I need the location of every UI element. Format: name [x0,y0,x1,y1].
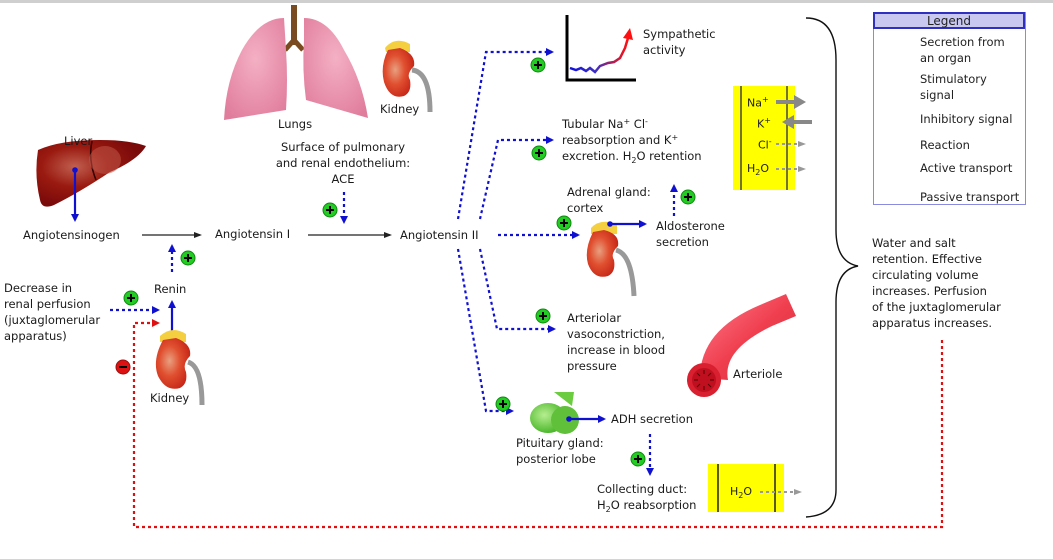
plus-icon [556,215,572,231]
plus-icon [123,290,139,306]
plus-icon [180,250,196,266]
liver-icon [36,140,146,207]
top-border [0,0,1053,3]
ion-k-label: K+ [757,116,771,131]
kidney-adrenal-icon [586,221,637,297]
inhibitory-feedback-arrow [132,319,944,529]
plus-icon [495,396,511,412]
renin-label: Renin [154,282,187,296]
legend-label-reaction: Reaction [920,138,970,152]
arteriole-icon [687,294,796,397]
adrenal-gland-label: Adrenal gland:cortex [567,185,651,215]
duct-h2o-label: H2O [730,485,753,501]
ion-cl-label: Cl- [758,137,772,152]
plus-badges [123,57,696,467]
arteriole-label: Arteriole [733,367,783,381]
lungs-label: Lungs [278,117,313,131]
legend-label-inhibitory: Inhibitory signal [920,112,1013,126]
lungs-icon [224,5,368,120]
liver-label: Liver [64,134,93,148]
plus-icon [322,202,338,218]
branch-sympathetic [456,48,554,220]
plus-icon [530,57,546,73]
pituitary-gland-label: Pituitary gland:posterior lobe [516,436,604,466]
kidney-left-icon [155,329,205,406]
adh-secretion-label: ADH secretion [611,412,693,426]
legend-label-passive-transport: Passive transport [920,190,1020,204]
ion-h2o-label: H2O [747,162,770,178]
tubular-reabsorption-label: Tubular Na+ Cl- reabsorption and K+ excr… [562,117,702,165]
angiotensin-2-label: Angiotensin II [400,228,479,242]
kidney-top-icon [382,40,433,113]
kidney-top-label: Kidney [380,102,420,116]
collecting-duct-label: Collecting duct:H2O reabsorption [597,482,697,514]
angiotensin-1-label: Angiotensin I [215,227,291,241]
sympathetic-chart-icon [565,15,636,82]
angiotensinogen-label: Angiotensinogen [23,228,120,242]
plus-icon [680,189,696,205]
plus-icon [535,308,551,324]
plus-icon [531,145,547,161]
plus-icon [630,451,646,467]
collecting-duct-membrane [708,464,784,512]
minus-icon [115,359,131,375]
outcome-brace [805,17,859,518]
legend-label-active-transport: Active transport [920,161,1013,175]
ion-na-label: Na+ [747,95,769,110]
pituitary-gland-icon [530,392,579,434]
kidney-left-label: Kidney [150,391,190,405]
legend-title: Legend [873,12,1025,29]
